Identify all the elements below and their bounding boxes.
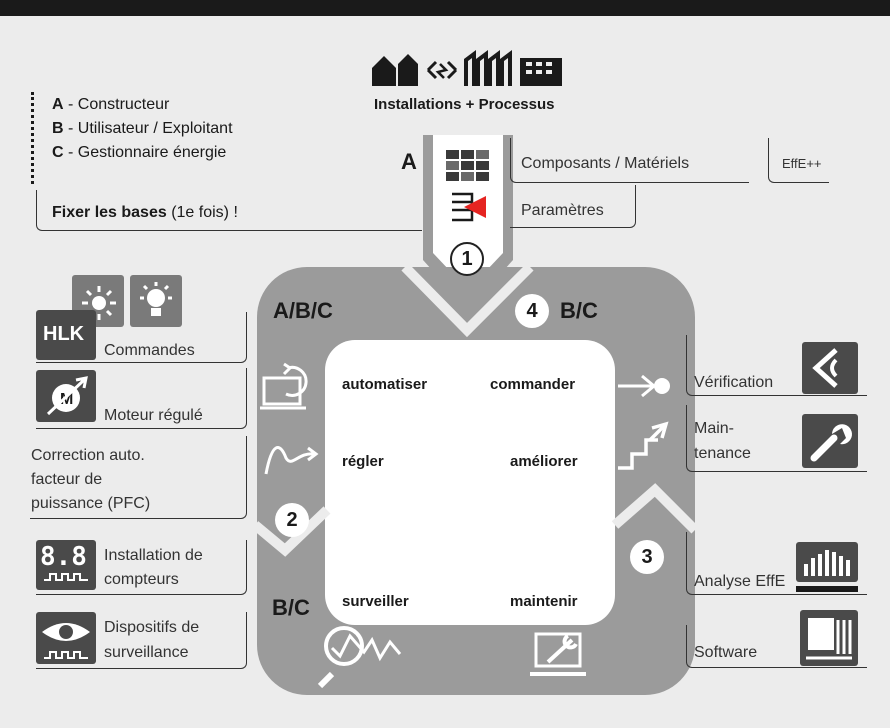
- eye-monitor-icon: [36, 612, 96, 664]
- top-bar: [0, 0, 890, 16]
- action-automatiser: automatiser: [342, 376, 428, 393]
- top-letter-a: A: [401, 149, 417, 174]
- improve-stairs-icon: [618, 421, 669, 470]
- installations-title: Installations + Processus: [374, 96, 555, 113]
- effe-bracket: [768, 138, 829, 183]
- motor-icon: M: [36, 370, 96, 422]
- surveillance-line1: Dispositifs de: [104, 619, 200, 636]
- label-bc-bottom: B/C: [272, 595, 310, 620]
- action-ameliorer: améliorer: [510, 453, 578, 470]
- counter-digits: 8.8: [40, 542, 87, 572]
- moteur-label: Moteur régulé: [104, 407, 203, 424]
- maintenance-line2: tenance: [694, 445, 751, 462]
- action-surveiller: surveiller: [342, 593, 409, 610]
- parameters-bracket: [510, 185, 636, 228]
- action-maintenir: maintenir: [510, 593, 578, 610]
- pfc-line2: facteur de: [31, 471, 103, 488]
- maintenance-bracket: [686, 405, 867, 472]
- analyse-label: Analyse EffE: [694, 573, 786, 590]
- components-label: Composants / Matériels: [521, 155, 690, 172]
- hlk-badge-text: HLK: [43, 323, 85, 345]
- label-bc-top: B/C: [560, 298, 598, 323]
- maintenance-line1: Main-: [694, 420, 735, 437]
- legend-dotted-line: [31, 92, 38, 184]
- verification-icon: [802, 342, 858, 394]
- step-2-badge: 2: [275, 503, 309, 537]
- moteur-bracket: [36, 368, 247, 429]
- pfc-line1: Correction auto.: [31, 447, 145, 464]
- pfc-line3: puissance (PFC): [31, 495, 151, 512]
- wrench-icon: [802, 414, 858, 468]
- surveillance-line2: surveillance: [104, 644, 189, 661]
- maintenance-laptop-icon: [530, 632, 586, 676]
- buildings-icon: [372, 50, 562, 86]
- surveillance-bracket: [36, 612, 247, 669]
- monitoring-magnifier-icon: [317, 626, 402, 689]
- verification-label: Vérification: [694, 374, 774, 391]
- verification-bracket: [686, 335, 867, 396]
- components-bracket: [510, 138, 749, 183]
- cycle-diagram: [255, 135, 699, 695]
- counter-meter-icon: [36, 540, 96, 590]
- legend-item-c: C - Gestionnaire énergie: [52, 144, 227, 161]
- basis-bracket: [36, 190, 422, 231]
- software-icon: [800, 610, 858, 666]
- action-regler: régler: [342, 453, 384, 470]
- hlk-badge: HLK: [36, 310, 96, 360]
- lightbulb-icon: [140, 282, 172, 316]
- automation-computer-icon: [260, 362, 308, 410]
- commandes-bracket: [36, 312, 247, 363]
- legend-item-a: A - Constructeur: [52, 96, 170, 113]
- step-1-badge: 1: [450, 242, 484, 276]
- analyse-bracket: [686, 532, 867, 595]
- commandes-label: Commandes: [104, 342, 195, 359]
- effe-label: EffE++: [782, 156, 822, 171]
- step-3-badge: 3: [630, 540, 664, 574]
- step-4-badge: 4: [515, 294, 549, 328]
- compteurs-line2: compteurs: [104, 571, 179, 588]
- software-label: Software: [694, 644, 758, 661]
- parameters-label: Paramètres: [521, 202, 604, 219]
- components-grid-icon: [446, 150, 489, 181]
- regulation-curve-icon: [264, 446, 319, 475]
- control-arrow-icon: [618, 374, 670, 398]
- software-bracket: [686, 625, 867, 668]
- pfc-bracket: [30, 436, 247, 519]
- label-abc: A/B/C: [273, 298, 333, 323]
- basis-text: Fixer les bases (1e fois) !: [52, 204, 238, 221]
- compteurs-line1: Installation de: [104, 547, 203, 564]
- parameters-icon: [452, 192, 486, 222]
- action-commander: commander: [490, 376, 576, 393]
- analysis-chart-icon: [796, 542, 858, 592]
- legend-item-b: B - Utilisateur / Exploitant: [52, 120, 233, 137]
- compteurs-bracket: [36, 540, 247, 595]
